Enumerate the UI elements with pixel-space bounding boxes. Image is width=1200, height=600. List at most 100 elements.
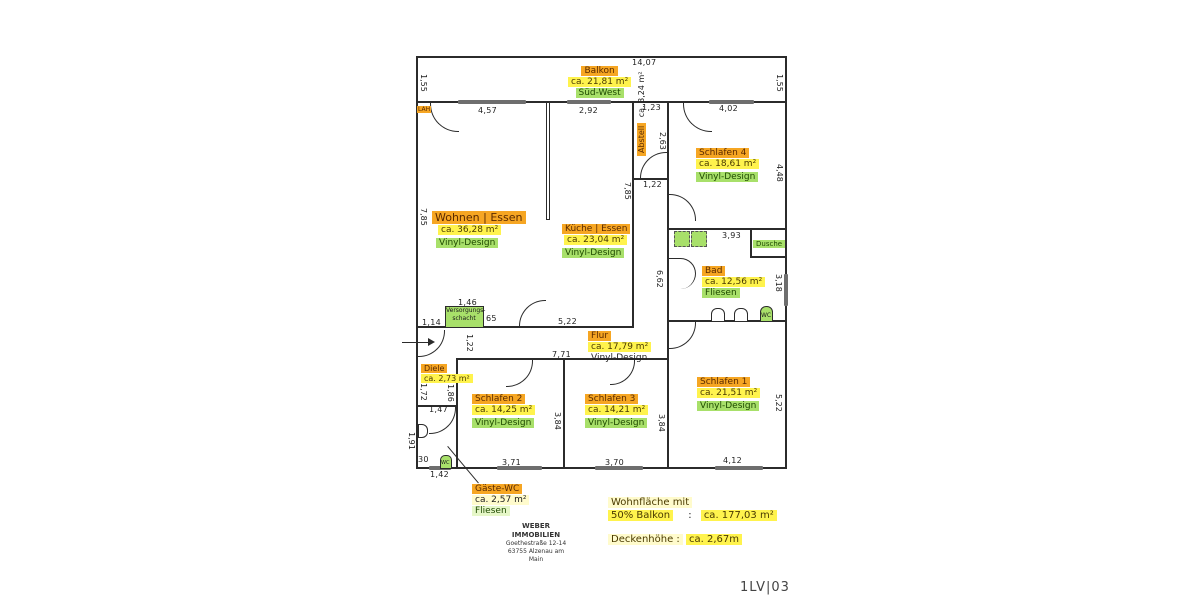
room-kueche-area: ca. 23,04 m²: [564, 235, 628, 245]
door-kueche: [519, 300, 546, 327]
wall-dusche-bottom: [750, 256, 786, 258]
window-schlafen1: [715, 466, 763, 470]
guest-wc-toilet-icon: [440, 455, 452, 469]
window-schlafen4: [709, 100, 754, 104]
sink-icon-2: [734, 308, 748, 322]
room-balkon-area: ca. 21,81 m²: [568, 77, 632, 87]
wc-icon: [760, 306, 773, 322]
room-gaestewc: Gäste-WC ca. 2,57 m² Fliesen: [472, 484, 530, 517]
room-schlafen2-name: Schlafen 2: [472, 394, 526, 404]
window-schlafen2: [497, 466, 542, 470]
wohnflaeche-label-1: Wohnfläche mit: [608, 497, 693, 508]
dim-schlafen3-width: 3,70: [605, 458, 625, 467]
wall-flur-bottom: [456, 358, 668, 360]
entry-arrow-icon: [428, 338, 435, 346]
wall-schlafen2-3: [563, 358, 565, 468]
dim-flur-length: 7,71: [552, 350, 572, 359]
room-schlafen4-floor: Vinyl-Design: [696, 172, 759, 182]
room-schlafen1-floor: Vinyl-Design: [697, 401, 760, 411]
entry-arrow-line: [402, 342, 432, 343]
wall-abstell-bottom: [632, 178, 668, 180]
bad-wc-tag: WC: [761, 312, 772, 319]
door-bad: [669, 258, 696, 289]
room-schlafen3-area: ca. 14,21 m²: [585, 405, 649, 415]
outer-wall-right: [785, 56, 787, 468]
dim-bad-depth: 3,18: [774, 274, 783, 292]
dim-schlafen2-depth: 3,84: [553, 412, 562, 430]
guest-wc-tag: WC: [441, 460, 450, 466]
dim-gaestewc-small: 30: [418, 455, 429, 464]
wall-wohnen-kueche: [546, 102, 550, 220]
wall-dusche-left: [750, 228, 752, 256]
room-balkon-note: Süd-West: [575, 88, 624, 98]
wohnflaeche-value: ca. 177,03 m²: [700, 510, 777, 521]
lah-tag: LAH: [417, 106, 432, 113]
logo-address-1: Goethestraße 12-14: [505, 540, 567, 547]
dim-schlafen3-depth: 3,84: [657, 414, 666, 432]
door-schlafen4: [669, 194, 696, 221]
room-bad: Bad ca. 12,56 m² Fliesen: [702, 266, 766, 299]
room-schlafen4-name: Schlafen 4: [696, 148, 750, 158]
dim-schlafen2-width: 3,71: [502, 458, 522, 467]
dim-schlafen4-depth: 4,48: [775, 164, 784, 182]
room-kueche-name: Küche | Essen: [562, 224, 631, 234]
room-diele-area: ca. 2,73 m²: [421, 374, 473, 383]
room-flur-floor: Vinyl-Design: [591, 353, 648, 363]
room-diele-name: Diele: [421, 364, 448, 373]
room-bad-name: Bad: [702, 266, 726, 276]
dim-gaestewc-height: 1,91: [407, 432, 416, 450]
dim-overall-width: 14,07: [632, 58, 657, 67]
room-dusche-label: Dusche: [753, 240, 786, 248]
door-abstell: [640, 152, 667, 179]
schacht-label: Versorgungs-schacht: [446, 307, 486, 322]
dim-schrank-depth: 65: [486, 314, 497, 323]
dim-wohnen-depth: 7,85: [419, 208, 428, 226]
room-wohnen-floor: Vinyl-Design: [436, 238, 499, 248]
room-flur-name: Flur: [588, 331, 612, 341]
room-kueche-floor: Vinyl-Design: [562, 248, 625, 258]
room-schlafen2-floor: Vinyl-Design: [472, 418, 535, 428]
door-schlafen2: [506, 360, 533, 387]
room-abstell-area: ca. 3,24 m²: [637, 71, 646, 118]
room-balkon: Balkon ca. 21,81 m² Süd-West: [568, 66, 632, 99]
wall-bad-bottom: [667, 320, 786, 322]
dim-entry-width: 1,14: [422, 318, 442, 327]
window-wohnen: [458, 100, 526, 104]
dim-schlafen1-depth: 5,22: [774, 394, 783, 412]
guest-wc-sink-icon: [418, 424, 428, 438]
dim-diele-bottom: 1,47: [429, 405, 449, 414]
versorgungsschacht: [445, 306, 484, 328]
wall-kueche-right: [632, 102, 634, 326]
label-schacht: Versorgungs-schacht: [446, 307, 486, 323]
towel-radiator-icon-2: [691, 231, 707, 247]
dim-schlafen1-width: 4,12: [723, 456, 743, 465]
dim-schlafen4-width: 4,02: [719, 104, 739, 113]
room-diele: Diele ca. 2,73 m²: [421, 364, 473, 384]
dim-schrank-width: 1,46: [458, 298, 478, 307]
dim-flur-height: 1,22: [465, 334, 474, 352]
wall-schlafen4-bottom: [667, 228, 786, 230]
room-gaestewc-floor: Fliesen: [472, 506, 510, 516]
room-schlafen1: Schlafen 1 ca. 21,51 m² Vinyl-Design: [697, 377, 761, 412]
window-schlafen3: [595, 466, 643, 470]
dim-gaestewc-width: 1,42: [430, 470, 450, 479]
company-logo: WEBER IMMOBILIEN Goethestraße 12-14 6375…: [500, 522, 572, 564]
dim-wohnen-width: 4,57: [478, 106, 498, 115]
deckenhoehe-label: Deckenhöhe :: [608, 534, 683, 545]
dim-diele-side: 1,86: [446, 384, 455, 402]
room-schlafen1-area: ca. 21,51 m²: [697, 388, 761, 398]
dim-balcony-right: 1,55: [775, 74, 784, 92]
label-bad-wc: WC: [761, 310, 771, 321]
wall-diele-bottom: [416, 405, 458, 407]
dim-kueche-bottom: 5,22: [558, 317, 578, 326]
window-bad: [784, 274, 788, 306]
wohnflaeche-separator: :: [688, 510, 692, 521]
room-schlafen4-area: ca. 18,61 m²: [696, 159, 760, 169]
label-guest-wc-tag: WC: [441, 458, 449, 469]
room-wohnen: Wohnen | Essen ca. 36,28 m² Vinyl-Design: [432, 211, 526, 249]
room-flur-area: ca. 17,79 m²: [588, 342, 652, 352]
outer-wall-top: [416, 56, 786, 58]
room-abstell-name: Abstell: [637, 122, 646, 156]
dim-kueche-width: 2,92: [579, 106, 599, 115]
